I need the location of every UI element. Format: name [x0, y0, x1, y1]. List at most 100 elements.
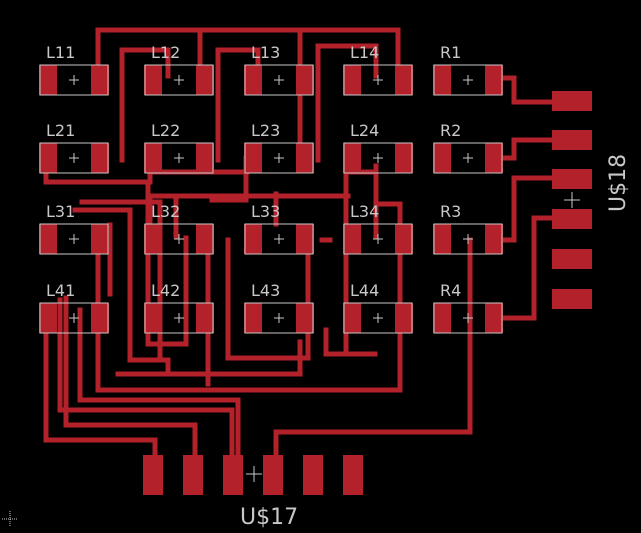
- origin-cross: [463, 153, 473, 163]
- component-l23[interactable]: [244, 143, 314, 173]
- trace-2: [119, 47, 171, 163]
- component-pad: [91, 143, 109, 173]
- component-l22[interactable]: [144, 143, 214, 173]
- component-pad: [433, 143, 451, 173]
- component-label: L11: [46, 43, 75, 62]
- component-pad: [395, 65, 413, 95]
- component-label: L31: [46, 202, 75, 221]
- component-l14[interactable]: [343, 65, 413, 95]
- origin-cross: [373, 153, 383, 163]
- component-label: L22: [151, 121, 180, 140]
- connector-label-bottom: U$17: [240, 505, 298, 530]
- component-pad: [296, 143, 314, 173]
- component-l41[interactable]: [39, 303, 109, 333]
- component-label: L13: [251, 43, 280, 62]
- component-l33[interactable]: [244, 224, 314, 254]
- u17-pin-4: [263, 455, 283, 495]
- trace-24: [63, 295, 198, 465]
- component-pad: [433, 65, 451, 95]
- component-outline: [144, 302, 214, 334]
- component-pad: [485, 143, 503, 173]
- component-r3[interactable]: [433, 224, 503, 254]
- component-pad: [485, 65, 503, 95]
- component-pad: [433, 224, 451, 254]
- component-r4[interactable]: [433, 303, 503, 333]
- origin-cross: [373, 234, 383, 244]
- component-l31[interactable]: [39, 224, 109, 254]
- component-l42[interactable]: [144, 303, 214, 333]
- trace-19: [147, 193, 351, 229]
- origin-cross: [69, 153, 79, 163]
- component-pad: [296, 303, 314, 333]
- component-pad: [343, 65, 361, 95]
- origin-cross: [373, 313, 383, 323]
- component-label: L21: [46, 121, 75, 140]
- component-pad: [144, 143, 162, 173]
- component-outline: [244, 223, 314, 255]
- component-pad: [343, 143, 361, 173]
- component-outline: [144, 142, 214, 174]
- component-outline: [343, 64, 413, 96]
- component-l24[interactable]: [343, 143, 413, 173]
- component-label: R4: [440, 281, 461, 300]
- trace-16: [72, 207, 171, 373]
- origin-cross: [69, 75, 79, 85]
- component-l34[interactable]: [343, 224, 413, 254]
- origin-cross: [174, 75, 184, 85]
- origin-cross: [69, 234, 79, 244]
- component-outline: [244, 64, 314, 96]
- component-label: R2: [440, 121, 461, 140]
- origin-cross: [274, 75, 284, 85]
- origin-cross: [274, 153, 284, 163]
- u18-pin-2: [552, 130, 592, 150]
- component-label: L12: [151, 43, 180, 62]
- component-outline: [39, 64, 109, 96]
- component-pad: [91, 224, 109, 254]
- component-r1[interactable]: [433, 65, 503, 95]
- component-pad: [196, 65, 214, 95]
- component-l13[interactable]: [244, 65, 314, 95]
- component-r2[interactable]: [433, 143, 503, 173]
- trace-6: [315, 43, 379, 163]
- origin-cross: [373, 75, 383, 85]
- component-l44[interactable]: [343, 303, 413, 333]
- trace-8: [497, 137, 558, 161]
- trace-22: [115, 339, 303, 377]
- component-outline: [433, 64, 503, 96]
- component-pad: [39, 303, 57, 333]
- component-pad: [485, 303, 503, 333]
- component-pad: [395, 303, 413, 333]
- component-pad: [39, 143, 57, 173]
- u18-pin-5: [552, 249, 592, 269]
- component-pad: [196, 224, 214, 254]
- trace-21: [43, 317, 158, 465]
- u18-pin-1: [552, 91, 592, 111]
- component-outline: [343, 142, 413, 174]
- origin-cross: [69, 313, 79, 323]
- component-outline: [39, 302, 109, 334]
- component-outline: [144, 64, 214, 96]
- component-outline: [39, 223, 109, 255]
- origin-cross: [463, 234, 473, 244]
- component-l12[interactable]: [144, 65, 214, 95]
- trace-7: [497, 75, 558, 105]
- component-outline: [433, 302, 503, 334]
- trace-1: [95, 27, 401, 73]
- component-l21[interactable]: [39, 143, 109, 173]
- u17-pin-6: [343, 455, 363, 495]
- component-pad: [343, 224, 361, 254]
- component-pad: [91, 303, 109, 333]
- component-label: L34: [350, 202, 379, 221]
- component-pad: [433, 303, 451, 333]
- component-outline: [244, 302, 314, 334]
- component-pad: [395, 224, 413, 254]
- component-l32[interactable]: [144, 224, 214, 254]
- component-pad: [144, 65, 162, 95]
- component-outline: [39, 142, 109, 174]
- component-l11[interactable]: [39, 65, 109, 95]
- component-l43[interactable]: [244, 303, 314, 333]
- trace-28: [323, 327, 377, 357]
- origin-cross: [564, 192, 580, 208]
